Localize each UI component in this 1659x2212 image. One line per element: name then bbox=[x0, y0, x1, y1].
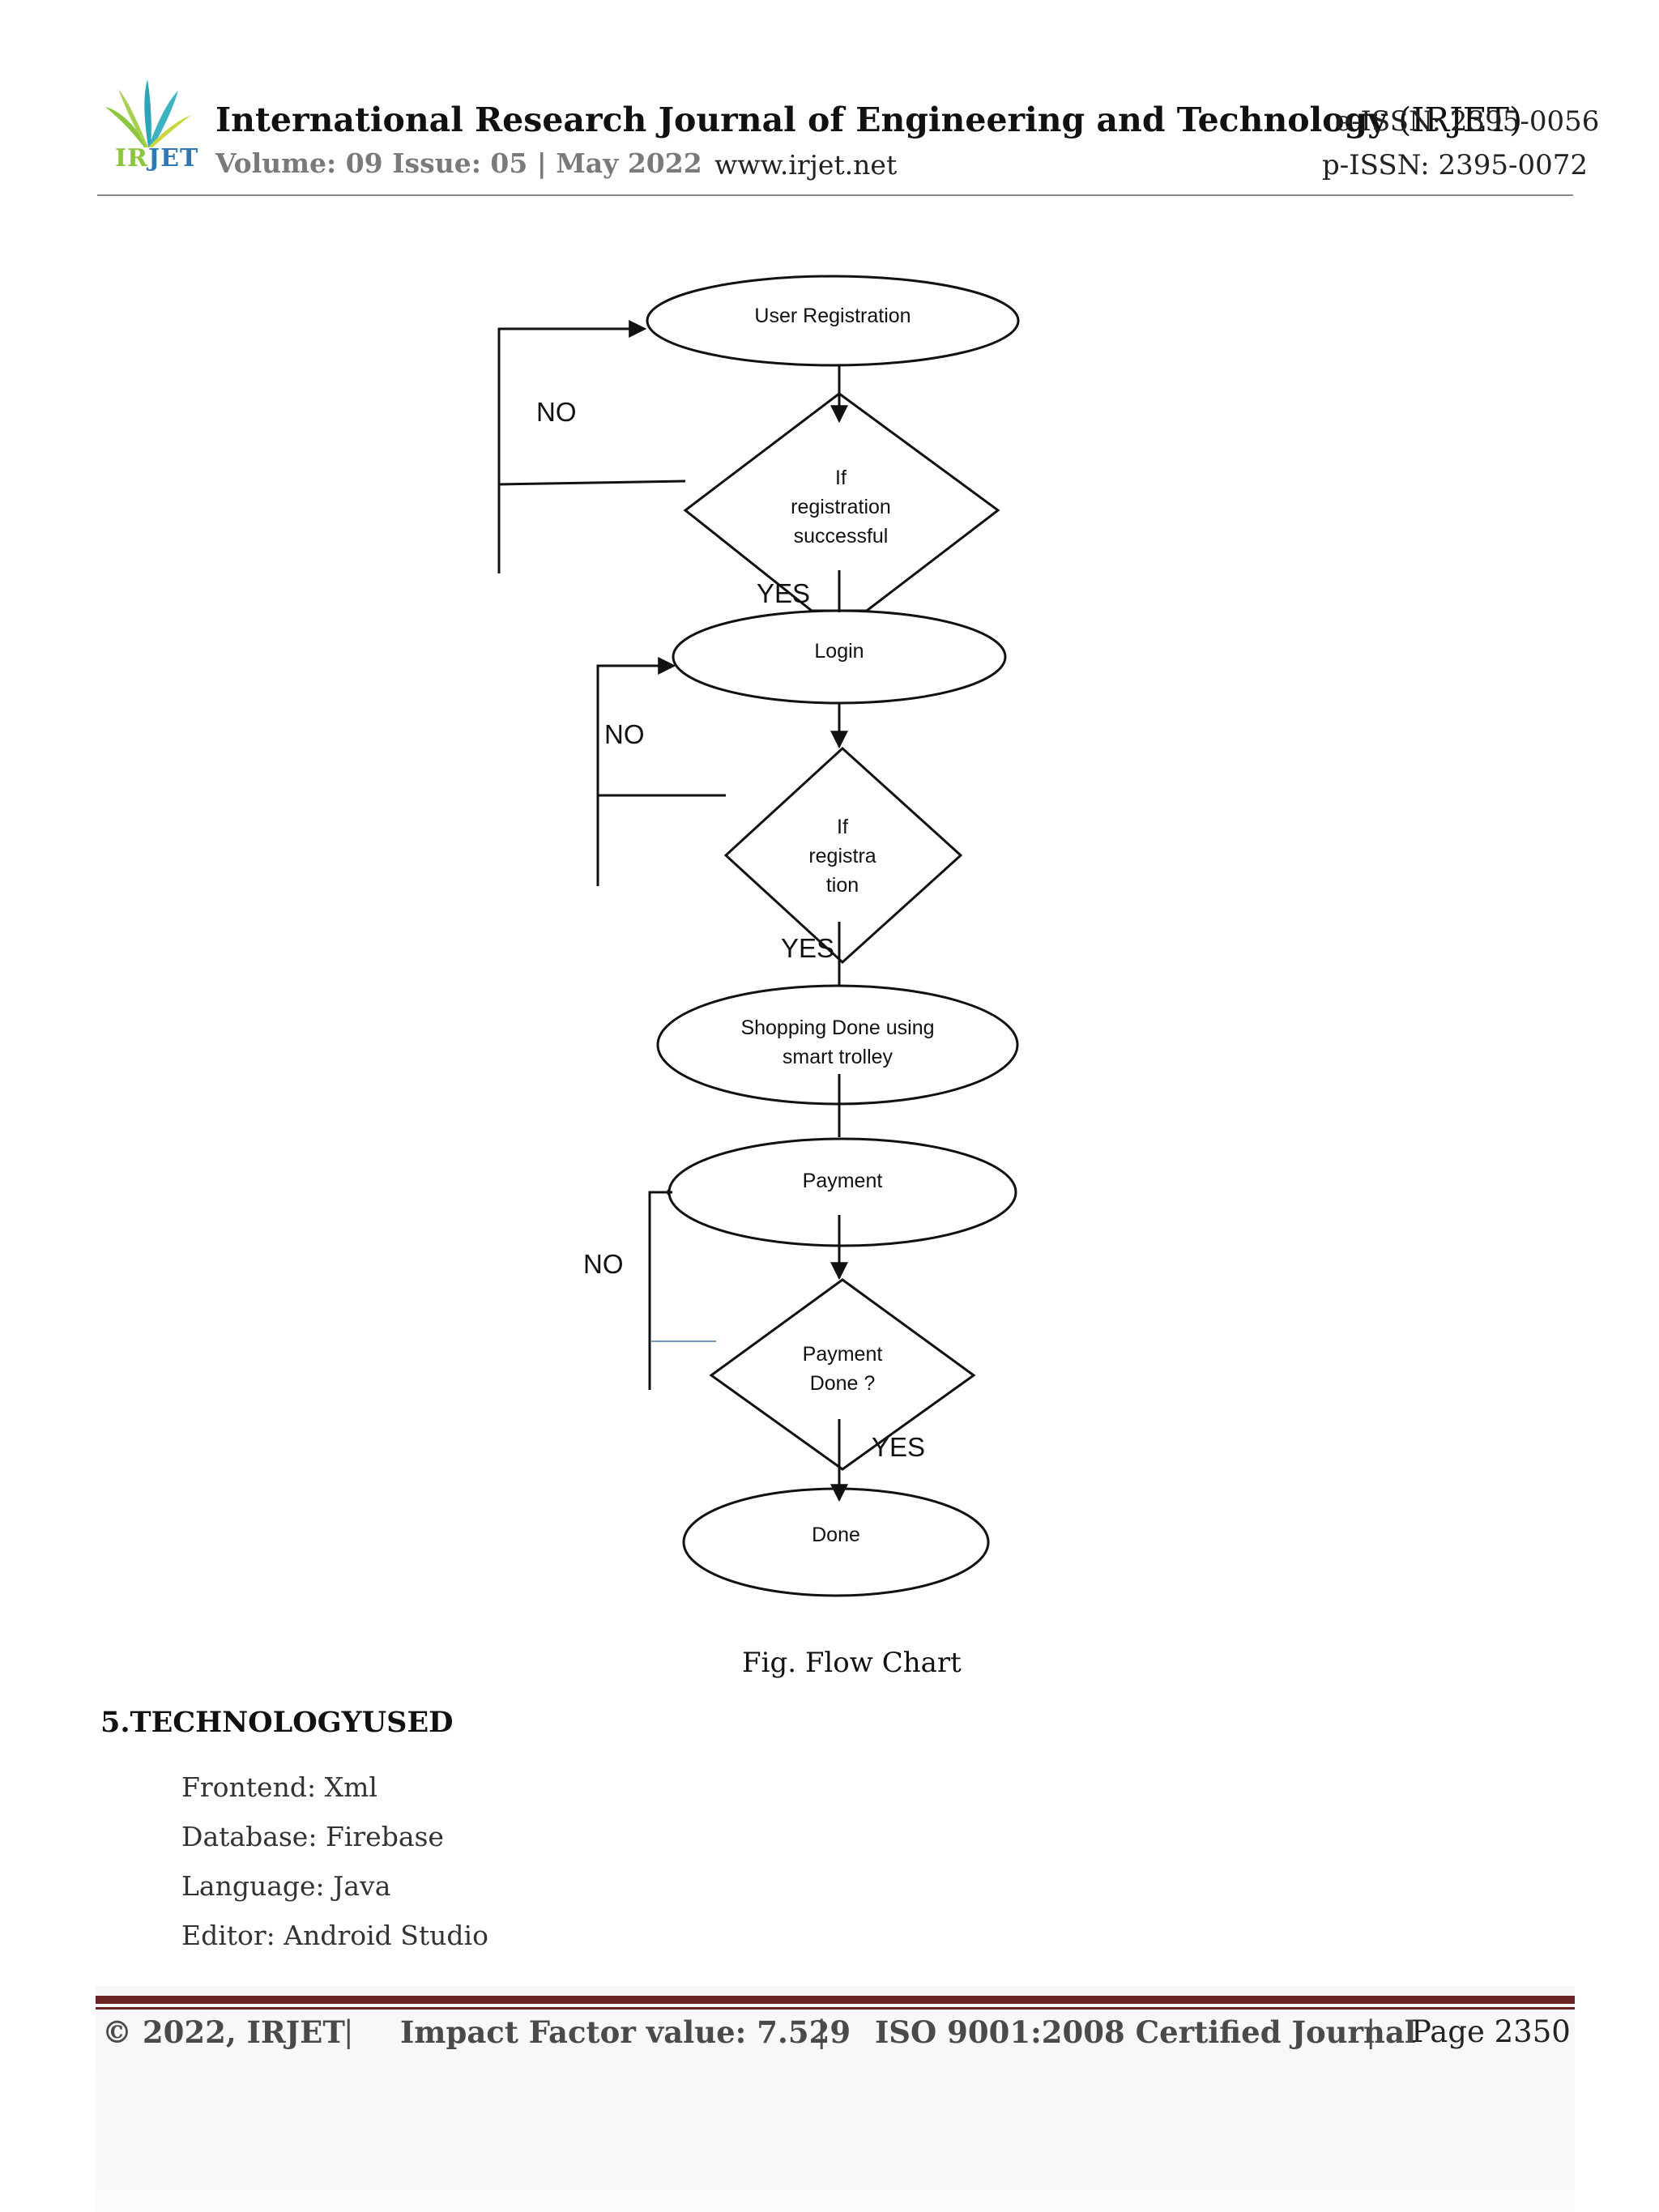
node-shopping bbox=[656, 984, 1019, 1106]
footer-iso: ISO 9001:2008 Certified Journal bbox=[875, 2014, 1416, 2050]
footer-separator: | bbox=[343, 2014, 354, 2049]
irjet-leaf-logo-icon bbox=[105, 79, 191, 147]
journal-website-link[interactable]: www.irjet.net bbox=[714, 149, 898, 181]
label-no-registration: NO bbox=[536, 397, 577, 427]
edge-no-loop-login bbox=[596, 657, 676, 886]
node-login-label: Login bbox=[814, 640, 864, 663]
node-login-check bbox=[723, 746, 963, 965]
logo-wordmark: IRJET bbox=[115, 144, 199, 173]
label-no-login: NO bbox=[604, 719, 645, 749]
node-payment-check-line1: Payment bbox=[803, 1343, 883, 1366]
volume-issue: Volume: 09 Issue: 05 | May 2022 bbox=[215, 147, 702, 179]
node-shopping-line1: Shopping Done using bbox=[740, 1016, 934, 1039]
footer-background bbox=[96, 1986, 1575, 2212]
eissn: e-ISSN: 2395-0056 bbox=[1335, 105, 1600, 138]
footer-separator: | bbox=[1366, 2014, 1376, 2049]
header-divider bbox=[97, 194, 1573, 196]
flowchart: User Registration If registration succes… bbox=[497, 275, 1020, 1597]
footer-rule-thin bbox=[96, 2007, 1575, 2010]
node-done bbox=[682, 1487, 990, 1597]
footer-page-number: Page 2350 bbox=[1411, 2014, 1571, 2049]
node-payment-label: Payment bbox=[803, 1170, 883, 1192]
node-user-registration bbox=[646, 275, 1020, 367]
node-user-registration-label: User Registration bbox=[754, 305, 911, 327]
label-no-payment: NO bbox=[583, 1249, 624, 1279]
node-done-label: Done bbox=[812, 1524, 860, 1546]
node-login-check-line2: registra bbox=[808, 845, 876, 867]
node-shopping-line2: smart trolley bbox=[783, 1046, 893, 1068]
journal-abbr: (IRJET) bbox=[1398, 100, 1523, 139]
edge-no-branch-registration bbox=[498, 479, 686, 486]
node-login-check-line3: tion bbox=[826, 874, 859, 897]
footer-separator: | bbox=[817, 2014, 827, 2049]
node-registration-check-line3: successful bbox=[794, 525, 889, 548]
journal-title: International Research Journal of Engine… bbox=[215, 100, 1522, 139]
label-yes-payment: YES bbox=[872, 1432, 925, 1462]
node-registration-check-line2: registration bbox=[791, 496, 891, 518]
node-login-check-line1: If bbox=[837, 816, 848, 838]
list-item: Database: Firebase bbox=[181, 1821, 444, 1852]
irjet-logo bbox=[104, 78, 193, 149]
edge-no-loop-payment bbox=[648, 1191, 666, 1390]
node-payment bbox=[667, 1137, 1017, 1247]
technology-list: Frontend: Xml Database: Firebase Languag… bbox=[181, 1769, 488, 1967]
footer-rule-thick bbox=[96, 1996, 1575, 2004]
edge-no-loop-registration bbox=[497, 320, 647, 573]
list-item: Language: Java bbox=[181, 1870, 391, 1902]
label-yes-login: YES bbox=[781, 933, 834, 963]
footer-impact-factor: Impact Factor value: 7.529 bbox=[400, 2014, 851, 2050]
list-item: Frontend: Xml bbox=[181, 1771, 377, 1803]
footer-copyright: © 2022, IRJET bbox=[102, 2014, 345, 2050]
list-item: Editor: Android Studio bbox=[181, 1920, 488, 1951]
journal-title-text: International Research Journal of Engine… bbox=[215, 100, 1388, 139]
node-registration-check-line1: If bbox=[835, 467, 847, 489]
node-payment-check-line2: Done ? bbox=[810, 1372, 876, 1395]
figure-caption: Fig. Flow Chart bbox=[742, 1647, 962, 1679]
label-yes-registration: YES bbox=[757, 578, 810, 608]
node-payment-check bbox=[709, 1278, 976, 1471]
section-heading: 5.TECHNOLOGYUSED bbox=[100, 1706, 454, 1739]
pissn: p-ISSN: 2395-0072 bbox=[1322, 149, 1589, 181]
